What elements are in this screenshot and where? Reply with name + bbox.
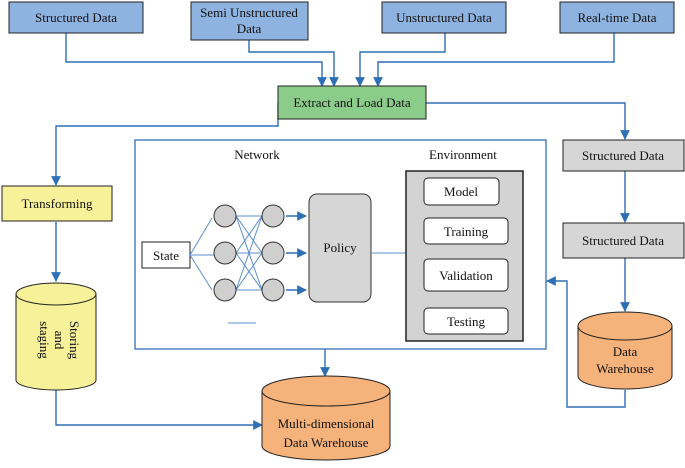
- source-realtime: Real-time Data: [559, 1, 675, 34]
- right-structured-2: Structured Data: [562, 222, 685, 259]
- and-label: and: [52, 331, 67, 350]
- node-l1-1: [213, 204, 237, 228]
- right-structured-2-label: Structured Data: [582, 233, 664, 248]
- environment-title: Environment: [429, 147, 497, 162]
- arrow-unstructured-to-extract: [355, 33, 446, 87]
- staging-label: staging: [37, 321, 52, 359]
- data-warehouse-cylinder: Data Warehouse: [577, 311, 673, 390]
- arrow-semi-to-extract: [248, 40, 339, 87]
- right-structured-1-label: Structured Data: [582, 148, 664, 163]
- extract-load-label: Extract and Load Data: [293, 95, 411, 110]
- data-warehouse-label-line1: Data: [613, 344, 638, 359]
- node-l2-1: [261, 204, 285, 228]
- multi-dimensional-dw-cylinder: Multi-dimensional Data Warehouse: [261, 375, 391, 461]
- source-realtime-label: Real-time Data: [577, 10, 656, 25]
- node-l2-2: [261, 241, 285, 265]
- transforming-box: Transforming: [1, 185, 113, 222]
- network-nodes: [213, 204, 285, 302]
- source-structured-label: Structured Data: [35, 10, 117, 25]
- storing-staging-cylinder: Storing and staging: [15, 282, 97, 391]
- policy-label: Policy: [323, 240, 357, 255]
- multi-dw-label-line2: Data Warehouse: [284, 435, 369, 450]
- network-environment-panel: Network Environment State: [134, 139, 547, 350]
- env-model-label: Model: [444, 184, 478, 199]
- env-training-label: Training: [444, 224, 489, 239]
- data-warehouse-label-line2: Warehouse: [596, 361, 654, 376]
- arrow-storing-to-multi: [55, 390, 263, 430]
- right-structured-1: Structured Data: [562, 139, 685, 172]
- network-edges: [189, 215, 263, 291]
- state-label: State: [153, 248, 179, 263]
- source-semi-unstructured: Semi Unstructured Data: [190, 1, 309, 41]
- source-structured: Structured Data: [8, 1, 144, 34]
- source-unstructured-label: Unstructured Data: [396, 10, 492, 25]
- node-l2-3: [261, 278, 285, 302]
- arrow-structured-to-extract: [65, 33, 327, 87]
- source-unstructured: Unstructured Data: [381, 1, 507, 34]
- source-semi-label-line2: Data: [237, 21, 262, 36]
- extract-load-box: Extract and Load Data: [277, 85, 427, 120]
- env-validation-label: Validation: [439, 268, 493, 283]
- network-title: Network: [234, 147, 280, 162]
- source-semi-label-line1: Semi Unstructured: [200, 5, 298, 20]
- transforming-label: Transforming: [21, 196, 93, 211]
- node-l1-2: [213, 241, 237, 265]
- arrow-realtime-to-extract: [373, 33, 615, 87]
- multi-dw-label-line1: Multi-dimensional: [278, 416, 375, 431]
- node-l1-3: [213, 278, 237, 302]
- env-testing-label: Testing: [447, 314, 486, 329]
- arrow-extract-to-structured: [426, 102, 630, 140]
- arrow-warehouse-to-panel: [546, 276, 626, 408]
- storing-label: Storing: [67, 321, 82, 360]
